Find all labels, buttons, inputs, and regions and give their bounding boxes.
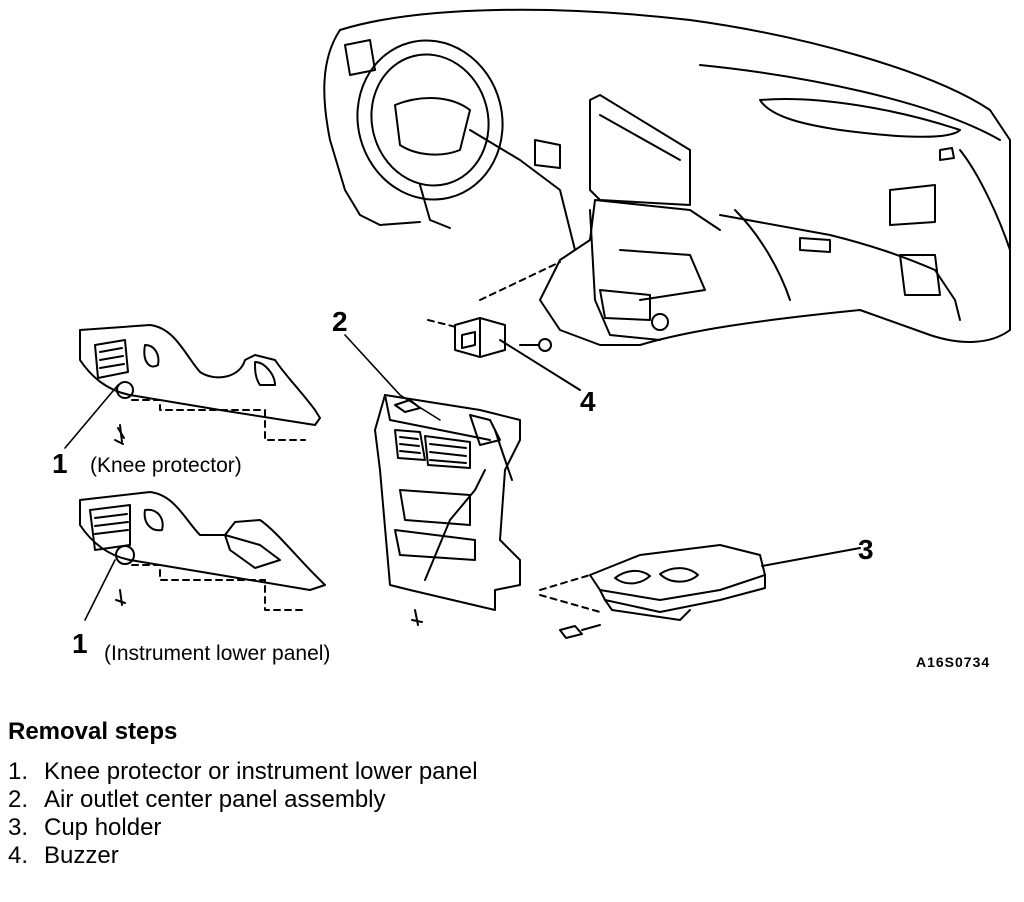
cup-holder-illustration (539, 544, 861, 639)
instrument-lower-panel-caption: (Instrument lower panel) (104, 642, 331, 665)
removal-step: 3.Cup holder (8, 814, 162, 841)
removal-step: 4.Buzzer (8, 842, 119, 869)
knee-protector-caption: (Knee protector) (90, 454, 242, 477)
figure-code: A16S0734 (916, 654, 991, 670)
knee-protector-illustration (79, 324, 321, 445)
buzzer-illustration (427, 261, 581, 391)
callout-1-knee: 1 (52, 448, 68, 479)
center-panel-illustration (374, 394, 521, 626)
callout-2: 2 (332, 306, 348, 337)
removal-steps-title: Removal steps (8, 718, 178, 745)
leader-lines (64, 334, 441, 621)
instrument-lower-panel-illustration (79, 491, 326, 611)
removal-step: 2.Air outlet center panel assembly (8, 786, 386, 813)
callout-3: 3 (858, 534, 874, 565)
removal-steps-list: 1.Knee protector or instrument lower pan… (8, 758, 518, 870)
callout-4: 4 (580, 386, 596, 417)
removal-step: 1.Knee protector or instrument lower pan… (8, 758, 478, 785)
callout-1-lower: 1 (72, 628, 88, 659)
dashboard-illustration (323, 8, 1011, 346)
exploded-view-drawing (64, 8, 1011, 639)
